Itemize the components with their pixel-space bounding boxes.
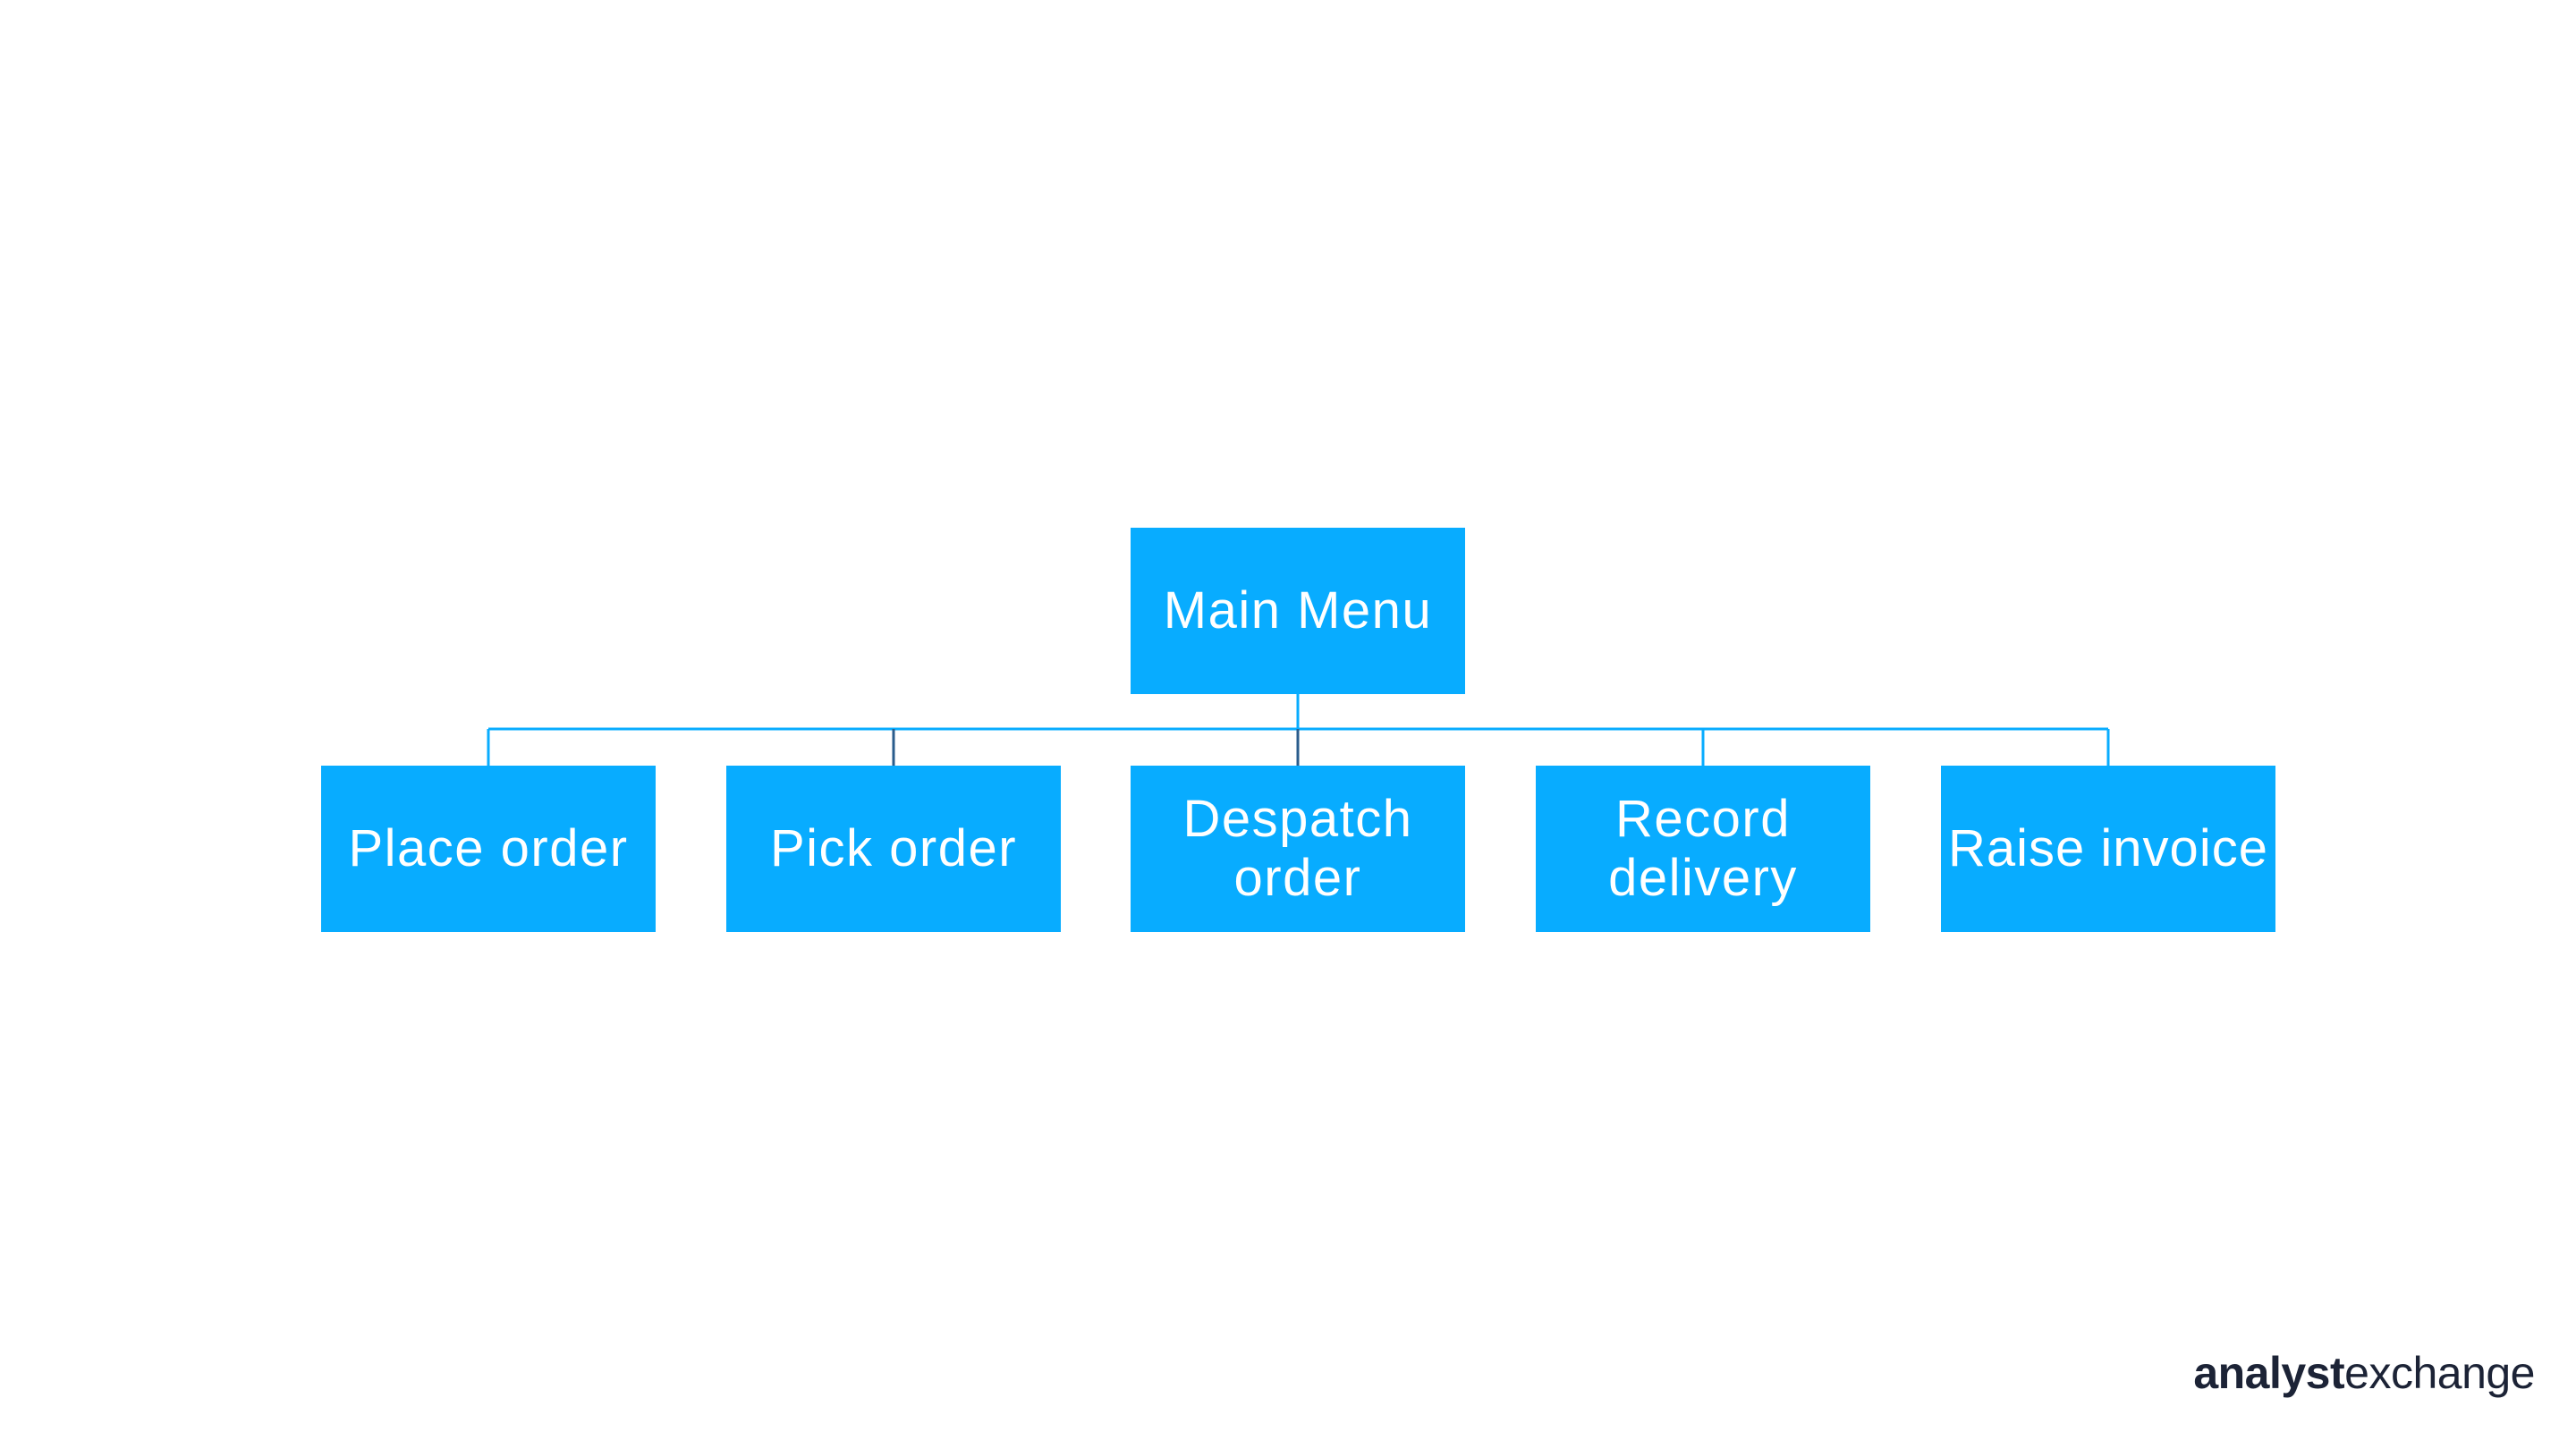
node-place-order-label: Place order [348,819,629,877]
node-despatch-order: Despatch order [1131,766,1465,932]
node-pick-order: Pick order [726,766,1061,932]
node-main-menu-label: Main Menu [1163,581,1433,640]
node-raise-invoice-label: Raise invoice [1948,819,2268,877]
node-main-menu: Main Menu [1131,528,1465,694]
node-pick-order-label: Pick order [769,819,1018,877]
node-record-delivery-label: Record delivery [1608,790,1798,907]
node-raise-invoice: Raise invoice [1941,766,2275,932]
logo-light-text: exchange [2344,1348,2535,1398]
node-place-order: Place order [321,766,656,932]
logo-bold-text: analyst [2193,1348,2345,1398]
node-record-delivery: Record delivery [1536,766,1870,932]
node-despatch-order-label: Despatch order [1182,790,1413,907]
